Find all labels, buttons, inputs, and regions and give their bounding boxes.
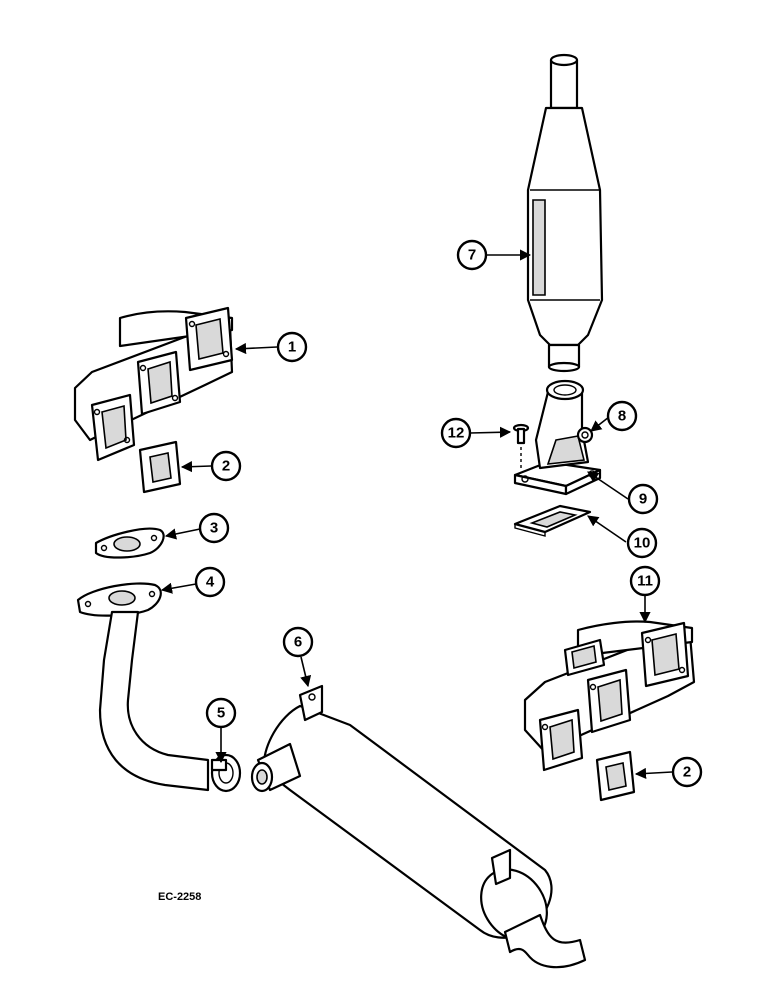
callout-8: 8 xyxy=(606,400,638,432)
exhaust-manifold-left xyxy=(73,306,234,462)
callout-1-number: 1 xyxy=(288,339,296,356)
leader-lines xyxy=(160,249,673,780)
flange-gasket xyxy=(94,527,165,559)
callout-2-right: 2 xyxy=(671,756,703,788)
callout-7-number: 7 xyxy=(468,247,476,264)
callout-8-number: 8 xyxy=(618,408,626,425)
callout-5-number: 5 xyxy=(217,705,225,722)
callout-6: 6 xyxy=(282,626,314,658)
manifold-gasket-right xyxy=(595,750,636,802)
callout-12-number: 12 xyxy=(448,425,465,442)
figure-code: EC-2258 xyxy=(158,891,201,903)
vertical-muffler xyxy=(526,53,604,373)
callout-9: 9 xyxy=(627,483,659,515)
bolt xyxy=(512,423,530,468)
callout-11: 11 xyxy=(629,565,661,597)
callout-6-number: 6 xyxy=(294,634,302,651)
pipe-clamp xyxy=(210,753,242,793)
callout-4-number: 4 xyxy=(206,574,215,591)
callout-1: 1 xyxy=(276,331,308,363)
callout-12: 12 xyxy=(440,417,472,449)
washer xyxy=(576,426,594,444)
exhaust-elbow xyxy=(513,379,602,496)
exhaust-manifold-right xyxy=(523,620,696,772)
callout-5: 5 xyxy=(205,697,237,729)
exhaust-pipe xyxy=(76,582,210,792)
callout-7: 7 xyxy=(456,239,488,271)
callout-3: 3 xyxy=(198,512,230,544)
callout-2-right-number: 2 xyxy=(683,764,691,781)
manifold-gasket-left xyxy=(138,440,182,494)
callout-4: 4 xyxy=(194,566,226,598)
callout-9-number: 9 xyxy=(639,491,647,508)
callout-2-left: 2 xyxy=(210,450,242,482)
elbow-gasket xyxy=(513,504,592,537)
callout-10: 10 xyxy=(626,527,658,559)
callout-10-number: 10 xyxy=(634,535,651,552)
horizontal-muffler xyxy=(250,684,587,969)
callout-11-number: 11 xyxy=(637,573,653,590)
callout-3-number: 3 xyxy=(210,520,218,537)
callout-2-left-number: 2 xyxy=(222,458,230,475)
